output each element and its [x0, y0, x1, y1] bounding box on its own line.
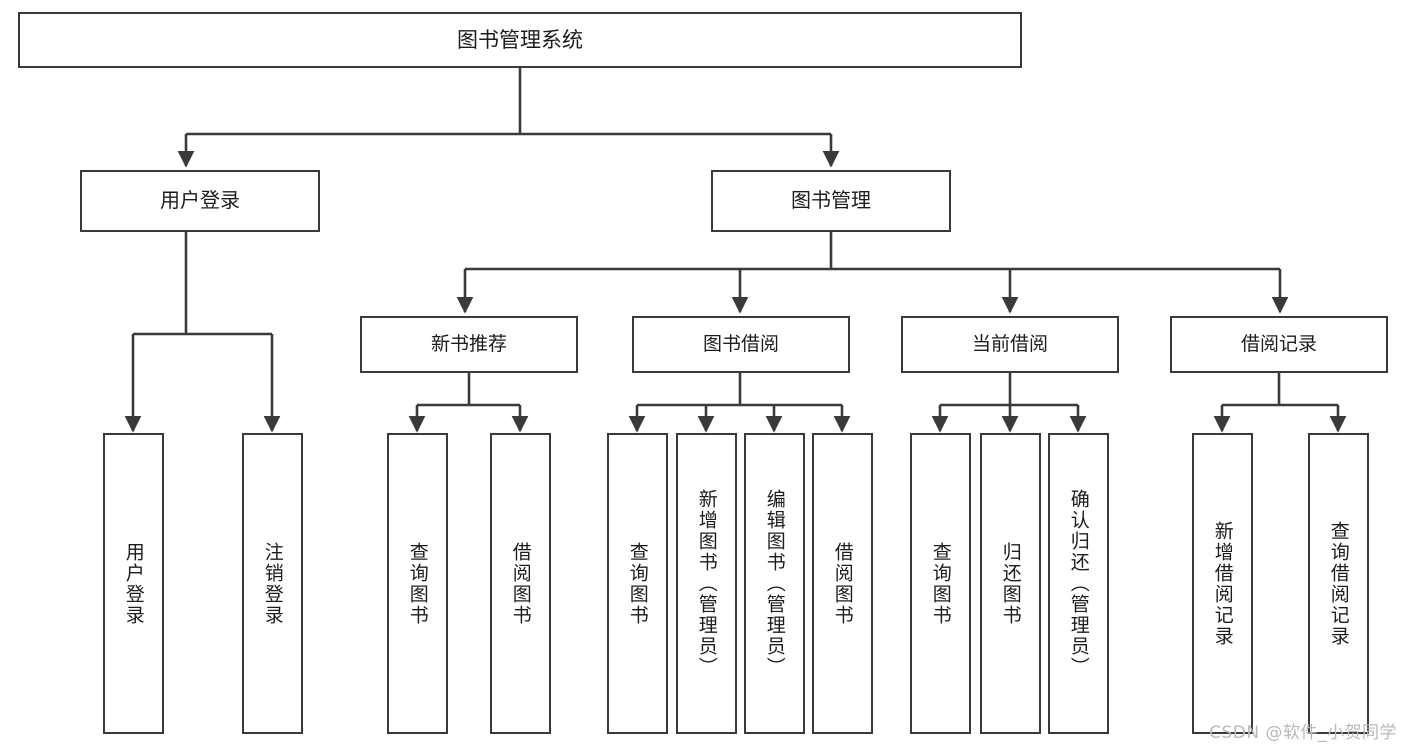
- leaf-query-borrow-record[interactable]: 查询借阅记录: [1308, 433, 1369, 734]
- leaf-return-book[interactable]: 归还图书: [980, 433, 1041, 734]
- leaf-edit-book-admin[interactable]: 编辑图书（管理员）: [744, 433, 805, 734]
- leaf-add-borrow-record[interactable]: 新增借阅记录: [1192, 433, 1253, 734]
- node-new-book-recommend[interactable]: 新书推荐: [360, 316, 578, 373]
- leaf-label: 借阅图书: [509, 541, 532, 626]
- leaf-query-book-recommend[interactable]: 查询图书: [387, 433, 448, 734]
- leaf-label: 查询借阅记录: [1327, 520, 1350, 647]
- leaf-label: 用户登录: [122, 541, 145, 626]
- node-current-borrow[interactable]: 当前借阅: [901, 316, 1119, 373]
- leaf-label: 新增借阅记录: [1211, 520, 1234, 647]
- node-user-login[interactable]: 用户登录: [80, 170, 320, 232]
- leaf-label: 注销登录: [261, 541, 284, 626]
- leaf-label: 编辑图书（管理员）: [763, 489, 786, 678]
- leaf-add-book-admin[interactable]: 新增图书（管理员）: [676, 433, 737, 734]
- node-borrow-record[interactable]: 借阅记录: [1170, 316, 1388, 373]
- leaf-label: 借阅图书: [831, 541, 854, 626]
- leaf-query-book-current[interactable]: 查询图书: [910, 433, 971, 734]
- leaf-label: 确认归还（管理员）: [1067, 489, 1090, 678]
- node-book-manage[interactable]: 图书管理: [711, 170, 951, 232]
- csdn-watermark: CSDN @软件_小贺同学: [1209, 723, 1397, 743]
- leaf-query-book-borrow[interactable]: 查询图书: [607, 433, 668, 734]
- node-book-borrow[interactable]: 图书借阅: [632, 316, 850, 373]
- leaf-label: 归还图书: [999, 541, 1022, 626]
- node-root-system[interactable]: 图书管理系统: [18, 12, 1022, 68]
- leaf-label: 新增图书（管理员）: [695, 489, 718, 678]
- leaf-label: 查询图书: [406, 541, 429, 626]
- leaf-label: 查询图书: [929, 541, 952, 626]
- leaf-borrow-book[interactable]: 借阅图书: [812, 433, 873, 734]
- leaf-logout-login[interactable]: 注销登录: [242, 433, 303, 734]
- leaf-borrow-book-recommend[interactable]: 借阅图书: [490, 433, 551, 734]
- leaf-confirm-return-admin[interactable]: 确认归还（管理员）: [1048, 433, 1109, 734]
- leaf-label: 查询图书: [626, 541, 649, 626]
- leaf-user-login[interactable]: 用户登录: [103, 433, 164, 734]
